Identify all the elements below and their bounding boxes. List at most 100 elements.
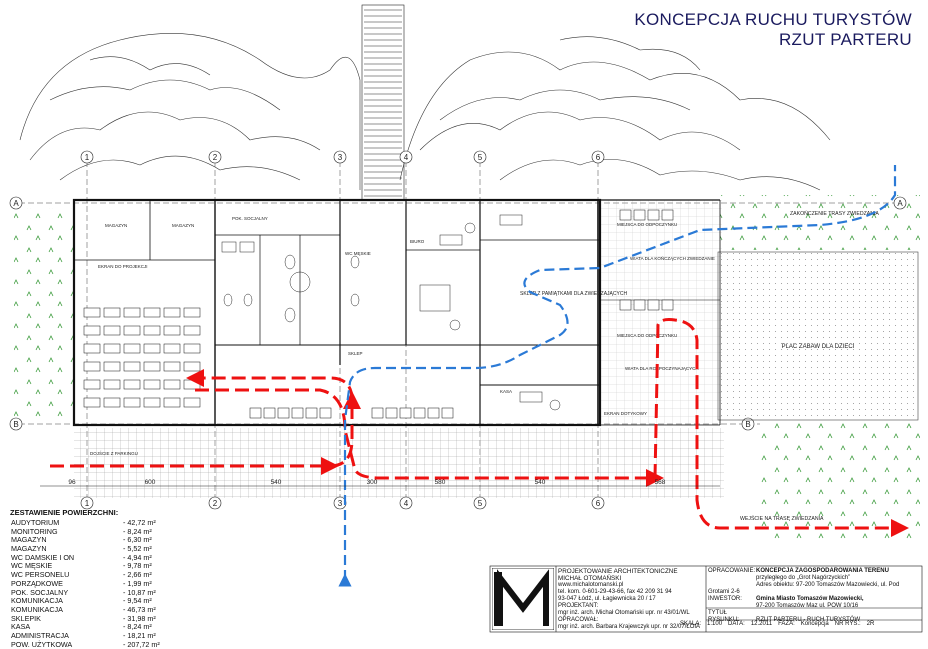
- bench-seat: [633, 299, 646, 311]
- area-row: POK. SOCJALNY- 10,87 m²: [8, 587, 198, 598]
- svg-text:KASA: KASA: [500, 389, 512, 394]
- area-summary-heading: ZESTAWIENIE POWIERZCHNI:: [10, 508, 119, 517]
- svg-text:2: 2: [213, 499, 218, 508]
- data: 12.2011: [750, 621, 773, 627]
- skala-label: SKALA:: [680, 621, 702, 627]
- data-label: DATA:: [728, 621, 745, 627]
- svg-text:MIEJSCA DO ODPOCZYNKU: MIEJSCA DO ODPOCZYNKU: [617, 333, 677, 338]
- axis-bubble-A-left: A: [9, 196, 23, 210]
- benches: [249, 209, 674, 419]
- auditorium-seat: [123, 343, 141, 354]
- area-row: WC DAMSKIE I ON- 4,94 m²: [8, 553, 198, 563]
- inwestor-2: 97-200 Tomaszów Maz ul. POW 10/16: [756, 603, 859, 609]
- area-row: MAGAZYN- 6,30 m²: [8, 536, 198, 545]
- auditorium-seat: [163, 379, 181, 390]
- bench-seat: [619, 299, 632, 311]
- auditorium-seat: [163, 325, 181, 336]
- axis-bubble-6-bottom: 6: [591, 496, 605, 510]
- faza-label: FAZA:: [778, 621, 795, 627]
- area-value: - 2,66 m²: [123, 570, 152, 580]
- zakonczenie-label: ZAKOŃCZENIE TRASY ZWIEDZANIA: [790, 210, 879, 217]
- auditorium-seat: [183, 379, 201, 390]
- rock-terrain: [19, 33, 831, 191]
- paved-area: [74, 428, 724, 498]
- room-labels: MAGAZYN MAGAZYN POK. SOCJALNY SKLEP KASA…: [90, 216, 715, 456]
- area-value: - 9,78 m²: [123, 561, 152, 571]
- drawing-title: KONCEPCJA RUCHU TURYSTÓW RZUT PARTERU: [634, 10, 912, 50]
- auditorium-seat: [143, 307, 161, 318]
- svg-text:SKLEP: SKLEP: [348, 351, 363, 356]
- auditorium-seat: [183, 343, 201, 354]
- svg-text:WIATA DLA ROZPOCZYNAJĄCYCH: WIATA DLA ROZPOCZYNAJĄCYCH: [625, 366, 699, 371]
- auditorium-seat: [103, 325, 121, 336]
- bench-seat: [661, 209, 674, 221]
- bench-seat: [319, 407, 332, 419]
- auditorium-seat: [123, 307, 141, 318]
- area-row: WC MĘSKIE- 9,78 m²: [8, 562, 198, 571]
- opracowanie: KONCEPCJA ZAGOSPODAROWANIA TERENU: [756, 568, 889, 574]
- auditorium-seat: [183, 361, 201, 372]
- auditorium-seat: [143, 325, 161, 336]
- projektant-label: PROJEKTANT:: [558, 603, 599, 609]
- area-name: KOMUNIKACJA: [11, 596, 63, 606]
- title-block: PROJEKTOWANIE ARCHITEKTONICZNE MICHAŁ OT…: [490, 566, 920, 632]
- area-name: ADMINISTRACJA: [11, 630, 69, 640]
- area-row: MAGAZYN- 5,52 m²: [8, 544, 198, 554]
- area-name: MAGAZYN: [11, 544, 47, 554]
- auditorium-seat: [123, 397, 141, 408]
- area-name: POW. UŻYTKOWA: [11, 639, 73, 649]
- faza: Koncepcja: [800, 621, 829, 627]
- project-info: OPRACOWANIE:KONCEPCJA ZAGOSPODAROWANIA T…: [708, 568, 920, 624]
- area-value: - 1,99 m²: [123, 578, 152, 588]
- bench-seat: [291, 407, 304, 419]
- auditorium-seat: [163, 307, 181, 318]
- axis-bubble-1-top: 1: [80, 150, 94, 164]
- address: Adres obiektu: 97-200 Tomaszów Mazowieck…: [708, 582, 900, 595]
- red-route-arrows: [50, 318, 909, 537]
- area-name: AUDYTORIUM: [11, 518, 60, 527]
- svg-text:BIURO: BIURO: [410, 239, 425, 244]
- axis-bubble-6-top: 6: [591, 150, 605, 164]
- axis-bubble-2-bottom: 2: [208, 496, 222, 510]
- svg-text:POK. SOCJALNY: POK. SOCJALNY: [232, 216, 268, 221]
- firm-info: PROJEKTOWANIE ARCHITEKTONICZNE MICHAŁ OT…: [558, 568, 703, 631]
- svg-text:A: A: [13, 199, 19, 208]
- area-row: KASA- 8,24 m²: [8, 623, 198, 632]
- opracowanie-2: przyległego do „Grot Nagórzyckich”: [756, 575, 851, 581]
- svg-text:5: 5: [478, 499, 483, 508]
- auditorium-seat: [83, 343, 101, 354]
- area-row: POW. UŻYTKOWA- 207,72 m²: [8, 639, 198, 649]
- area-row: KOMUNIKACJA- 46,73 m²: [8, 604, 198, 615]
- bench-seat: [633, 209, 646, 221]
- svg-text:568: 568: [655, 479, 666, 486]
- svg-text:MIEJSCA DO ODPOCZYNKU: MIEJSCA DO ODPOCZYNKU: [617, 222, 677, 227]
- svg-text:300: 300: [367, 479, 378, 486]
- area-name: PORZĄDKOWE: [11, 578, 63, 588]
- area-name: POK. SOCJALNY: [11, 587, 69, 597]
- playground-label: PLAC ZABAW DLA DZIECI: [782, 344, 855, 350]
- area-value: - 8,24 m²: [123, 622, 152, 632]
- svg-text:EKRAN DO PROJEKCJI: EKRAN DO PROJEKCJI: [98, 264, 148, 269]
- area-summary-table: ZESTAWIENIE POWIERZCHNI: AUDYTORIUM- 42,…: [8, 508, 198, 649]
- auditorium-seat: [103, 343, 121, 354]
- axis-bubble-4-top: 4: [399, 150, 413, 164]
- area-name: MONITORING: [11, 526, 58, 536]
- svg-text:3: 3: [338, 499, 343, 508]
- grass-right-lower: [760, 420, 920, 540]
- firm-title: PROJEKTOWANIE ARCHITEKTONICZNE: [558, 568, 678, 575]
- svg-text:B: B: [13, 420, 18, 429]
- axis-bubble-5-bottom: 5: [473, 496, 487, 510]
- firm-address: 93-047 Łódź, ul. Łagiewnicka 20 / 17: [558, 596, 656, 602]
- bench-seat: [249, 407, 262, 419]
- area-name: KOMUNIKACJA: [11, 604, 63, 614]
- bench-seat: [441, 407, 454, 419]
- architect-logo: [492, 568, 554, 630]
- title-block-frame: [489, 565, 923, 633]
- area-value: - 8,24 m²: [123, 526, 152, 536]
- axis-bubble-2-top: 2: [208, 150, 222, 164]
- svg-text:EKRAN DOTYKOWY: EKRAN DOTYKOWY: [604, 411, 647, 416]
- svg-text:540: 540: [271, 479, 282, 486]
- auditorium-seat: [83, 397, 101, 408]
- auditorium-seat: [163, 397, 181, 408]
- svg-text:1: 1: [85, 153, 90, 162]
